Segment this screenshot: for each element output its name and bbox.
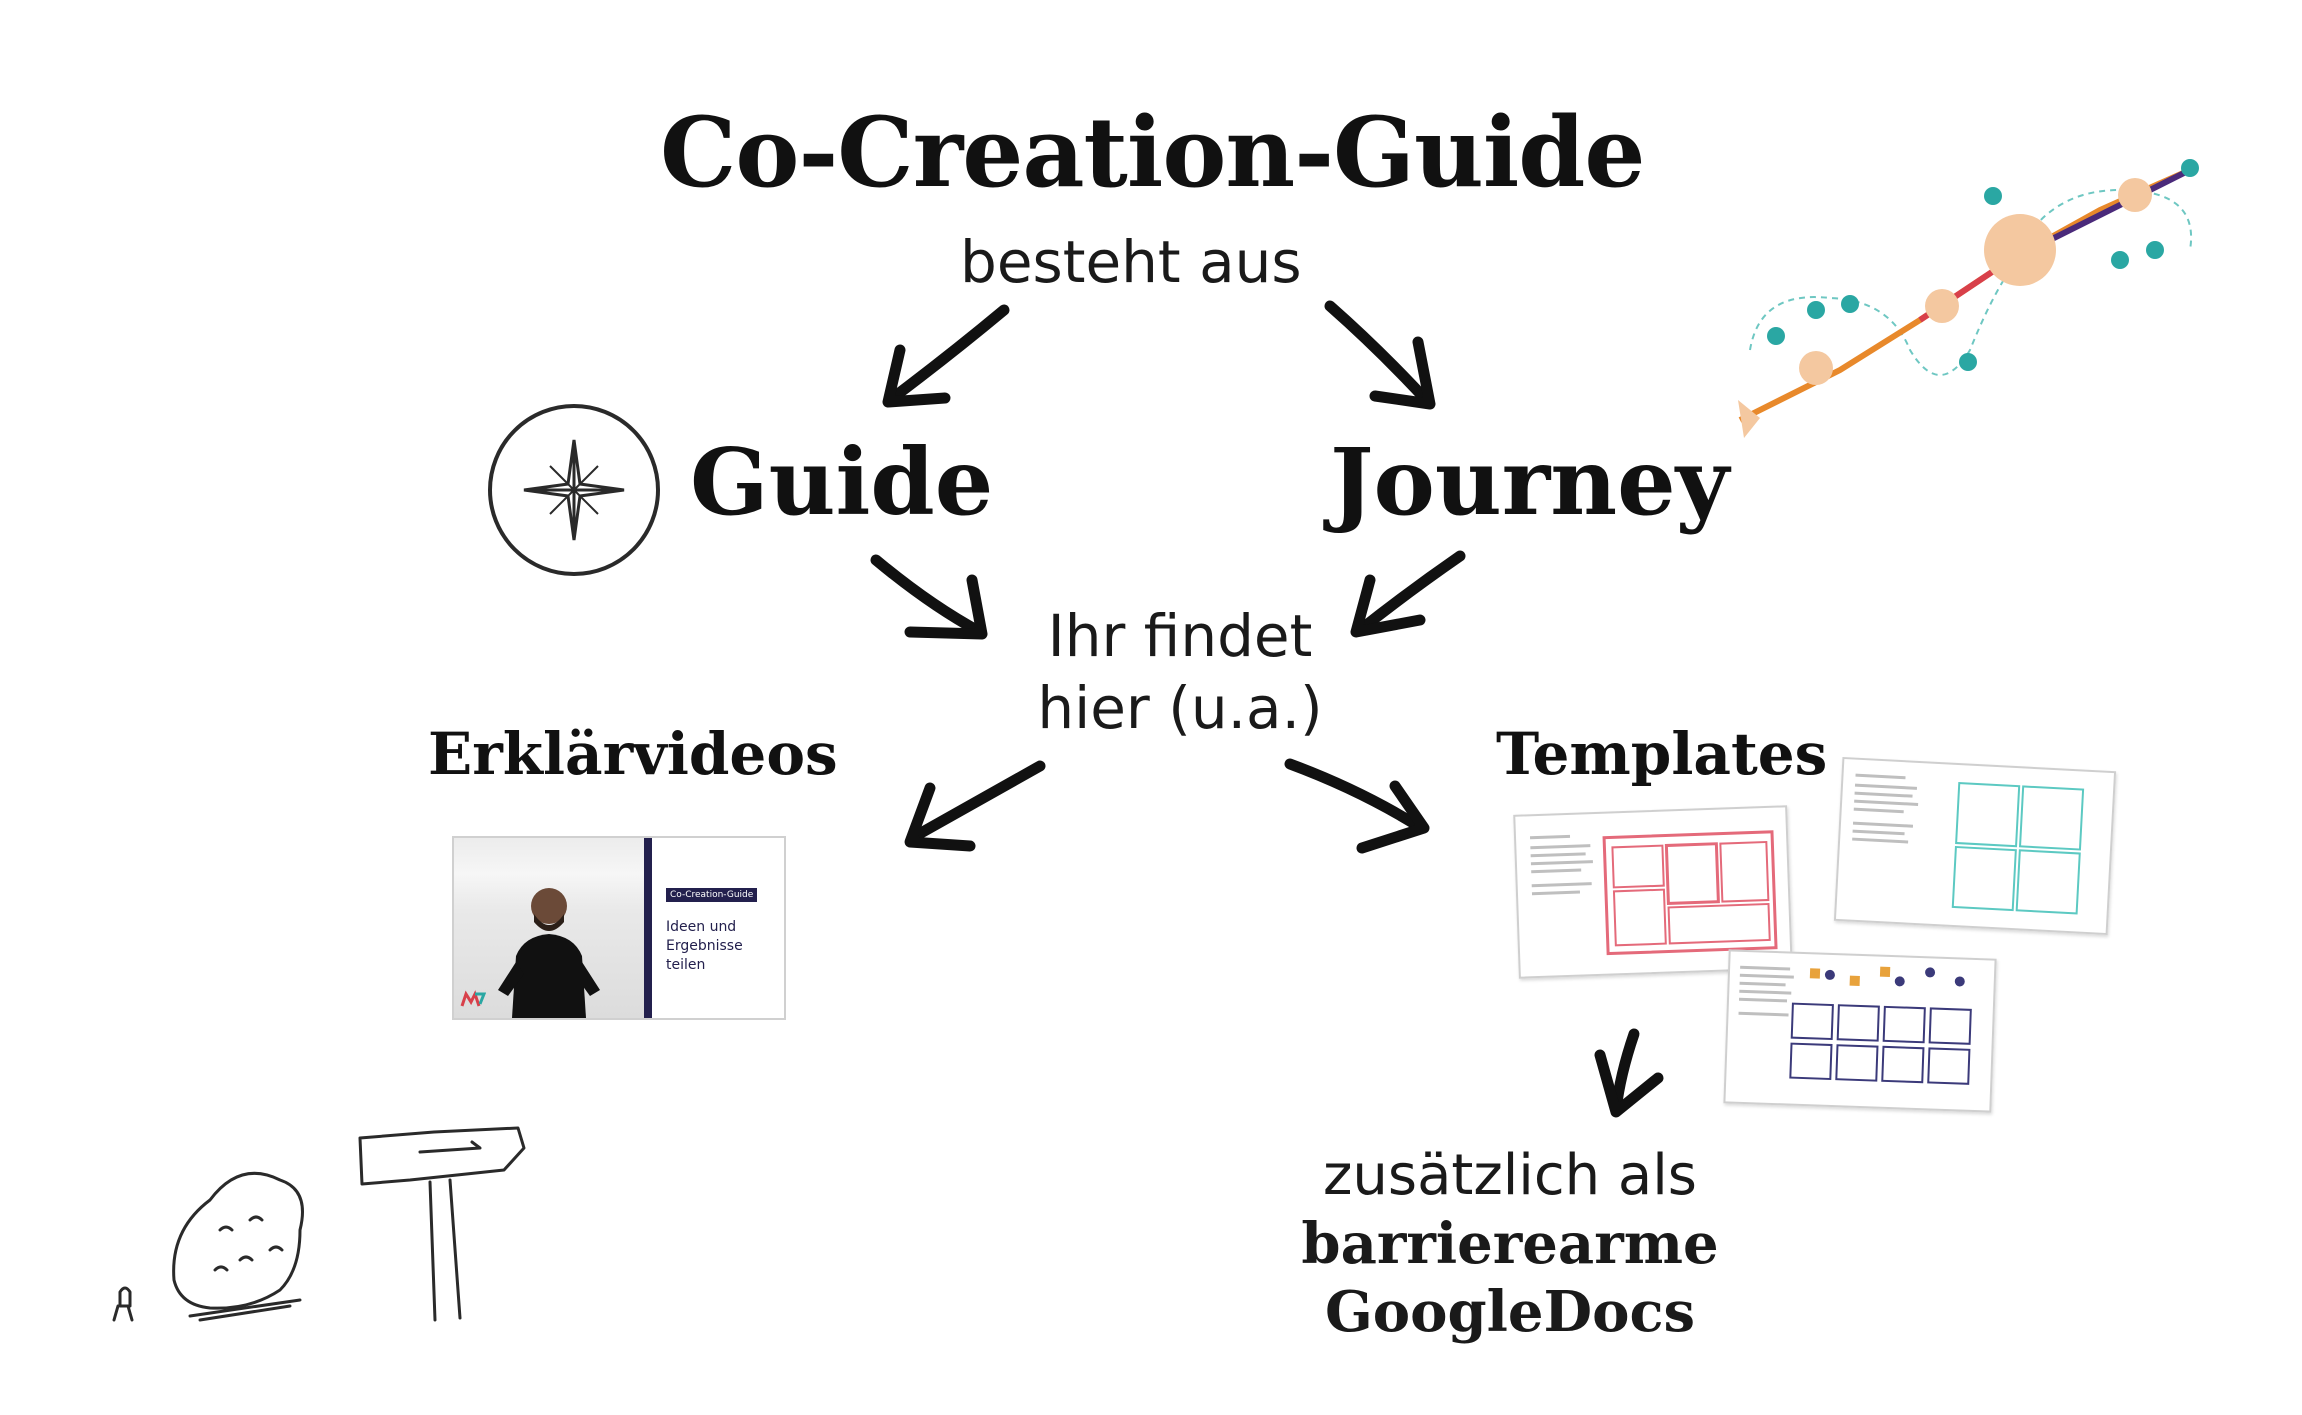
template-sheet-1[interactable] xyxy=(1513,805,1793,979)
page-title: Co-Creation-Guide xyxy=(660,96,1645,209)
video-caption: Ideen und Ergebnisse teilen xyxy=(666,918,743,975)
logo-icon xyxy=(460,990,486,1007)
rock-signpost-illustration xyxy=(112,1126,526,1322)
arrow-guide-to-finds xyxy=(870,554,988,640)
extra-line2: barrierearme xyxy=(1301,1211,1719,1277)
video-tag: Co-Creation-Guide xyxy=(666,888,758,902)
node-guide: Guide xyxy=(690,428,994,536)
extra-line1: zusätzlich als xyxy=(1323,1143,1697,1208)
node-extra-googledocs: zusätzlich als barrierearme GoogleDocs xyxy=(1260,1142,1760,1346)
finds-line2: hier (u.a.) xyxy=(1037,674,1323,742)
template-sheet-1-content xyxy=(1529,830,1778,956)
node-finds: Ihr findet hier (u.a.) xyxy=(1010,600,1350,744)
arrow-finds-to-videos xyxy=(904,760,1046,852)
node-journey: Journey xyxy=(1330,428,1730,536)
template-sheet-2-content xyxy=(1852,773,2085,915)
node-templates: Templates xyxy=(1496,720,1828,788)
arrow-to-journey xyxy=(1324,300,1436,410)
video-divider-bar xyxy=(644,838,652,1018)
template-sheet-3-content xyxy=(1738,965,1972,1085)
arrow-to-guide xyxy=(882,304,1010,408)
video-thumbnail[interactable]: Co-Creation-Guide Ideen und Ergebnisse t… xyxy=(452,836,786,1020)
video-title-panel xyxy=(652,838,784,1018)
subtitle-besteht-aus: besteht aus xyxy=(960,228,1302,296)
node-erklaervideos: Erklärvideos xyxy=(428,720,838,788)
video-caption-line1: Ideen und xyxy=(666,919,737,935)
video-caption-line3: teilen xyxy=(666,957,706,973)
journey-path-illustration xyxy=(1738,159,2199,438)
arrow-templates-to-docs xyxy=(1594,1028,1664,1118)
finds-line1: Ihr findet xyxy=(1047,602,1313,670)
compass-icon xyxy=(488,404,660,576)
template-sheet-3[interactable] xyxy=(1723,949,1997,1113)
arrow-journey-to-finds xyxy=(1350,550,1466,638)
video-caption-line2: Ergebnisse xyxy=(666,938,743,954)
presenter-figure xyxy=(498,888,600,1018)
template-sheet-2[interactable] xyxy=(1833,756,2117,936)
extra-line3: GoogleDocs xyxy=(1324,1279,1696,1345)
arrow-finds-to-templates xyxy=(1284,758,1430,854)
